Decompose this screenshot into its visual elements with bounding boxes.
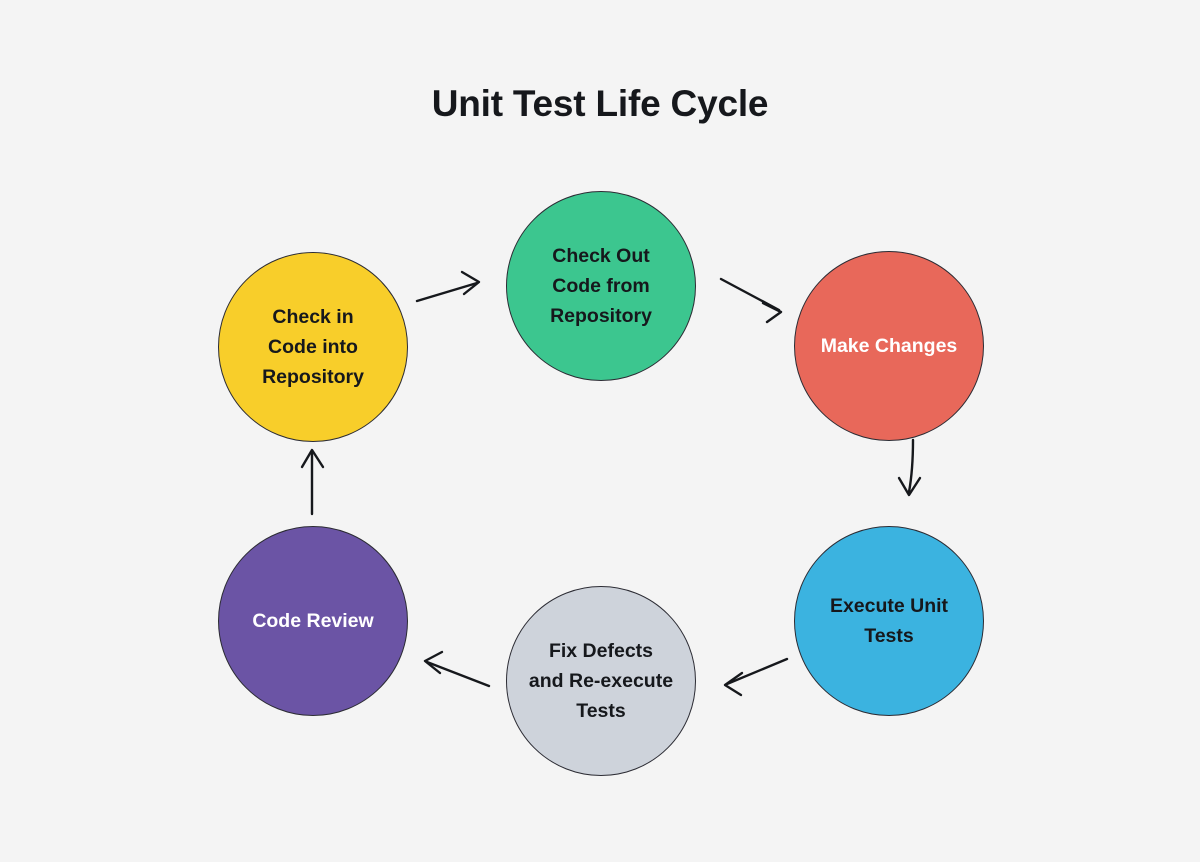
arrow-execute-to-fix-defects	[723, 657, 789, 697]
node-check-out-code[interactable]: Check Out Code from Repository	[506, 191, 696, 381]
page-title: Unit Test Life Cycle	[431, 83, 769, 124]
arrow-code-review-to-check-in	[300, 448, 325, 516]
node-check-out-code-label: Check Out Code from Repository	[550, 244, 652, 328]
node-execute-unit-tests[interactable]: Execute Unit Tests	[794, 526, 984, 716]
arrow-fix-defects-to-code-review	[423, 650, 491, 688]
node-make-changes[interactable]: Make Changes	[794, 251, 984, 441]
node-fix-defects-label: Fix Defects and Re-execute Tests	[528, 639, 674, 723]
node-fix-defects[interactable]: Fix Defects and Re-execute Tests	[506, 586, 696, 776]
arrow-check-in-to-check-out	[415, 270, 481, 303]
node-code-review[interactable]: Code Review	[218, 526, 408, 716]
node-code-review-label: Code Review	[252, 609, 374, 632]
node-execute-unit-tests-label: Execute Unit Tests	[829, 594, 949, 647]
node-make-changes-label: Make Changes	[820, 334, 958, 357]
node-check-in-code-label: Check in Code into Repository	[262, 305, 364, 389]
arrow-check-out-to-make-changes	[719, 277, 783, 324]
node-check-in-code[interactable]: Check in Code into Repository	[218, 252, 408, 442]
arrow-make-changes-to-execute	[897, 438, 922, 497]
